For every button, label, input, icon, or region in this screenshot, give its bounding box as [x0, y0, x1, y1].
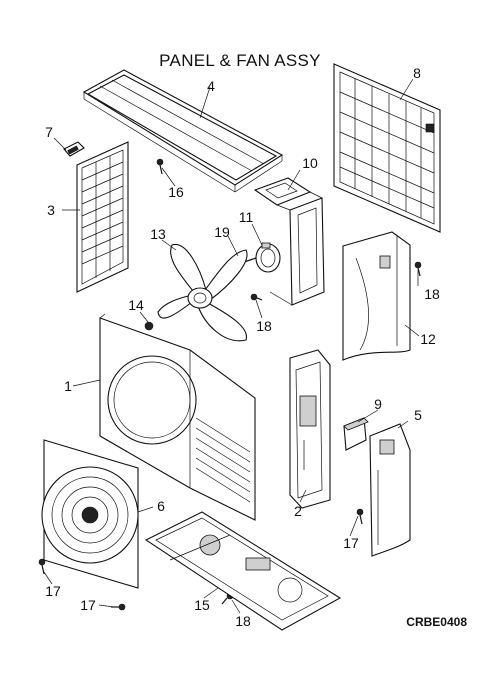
- callout-18-right: 18: [424, 286, 440, 302]
- leader-lines: [43, 78, 420, 614]
- part-10-motor-bracket: [253, 177, 325, 306]
- callout-11: 11: [239, 209, 254, 225]
- diagram-title: PANEL & FAN ASSY: [159, 51, 321, 70]
- callout-17-right: 17: [343, 535, 359, 551]
- callout-3: 3: [47, 202, 55, 218]
- callout-13: 13: [150, 226, 166, 242]
- callout-1: 1: [64, 378, 72, 394]
- part-3-side-grille: [76, 141, 129, 293]
- callout-19: 19: [214, 224, 230, 240]
- part-15-base-pan: [144, 511, 342, 631]
- callout-6: 6: [157, 498, 165, 514]
- part-16-screw: [156, 158, 164, 175]
- part-7-clip: [63, 141, 85, 157]
- drawing-code: CRBE0408: [406, 615, 467, 629]
- part-11-fan-motor: [243, 242, 281, 273]
- callout-18-bottom: 18: [235, 613, 251, 629]
- callout-12: 12: [420, 331, 436, 347]
- part-9-terminal-block: [343, 417, 369, 451]
- callout-9: 9: [374, 396, 382, 412]
- part-5-service-cover: [369, 423, 411, 557]
- callout-17-left: 17: [45, 583, 61, 599]
- part-18-screw-a: [250, 293, 263, 301]
- callout-5: 5: [414, 407, 422, 423]
- callout-4: 4: [207, 78, 215, 94]
- callout-10: 10: [302, 155, 318, 171]
- callout-16: 16: [168, 184, 184, 200]
- part-6-fan-guard: [41, 439, 139, 589]
- part-14-nut: [144, 321, 154, 331]
- part-17-screw-c: [356, 508, 364, 525]
- callout-7: 7: [45, 124, 53, 140]
- part-18-screw-b: [414, 261, 422, 277]
- callout-14: 14: [128, 297, 144, 313]
- part-12-side-panel: [342, 231, 411, 361]
- part-13-fan-propeller: [157, 243, 248, 342]
- part-8-rear-grille: [333, 63, 441, 233]
- part-1-front-panel: [99, 313, 256, 521]
- part-2-partition-plate: [289, 349, 331, 509]
- part-17-screw-b: [111, 603, 126, 611]
- callout-17-bottom: 17: [80, 597, 96, 613]
- part-4-top-panel: [82, 69, 284, 193]
- callout-2: 2: [294, 503, 302, 519]
- callout-8: 8: [413, 65, 421, 81]
- callout-18-middle: 18: [256, 318, 272, 334]
- part-17-screw-a: [38, 558, 46, 575]
- callout-15: 15: [194, 597, 210, 613]
